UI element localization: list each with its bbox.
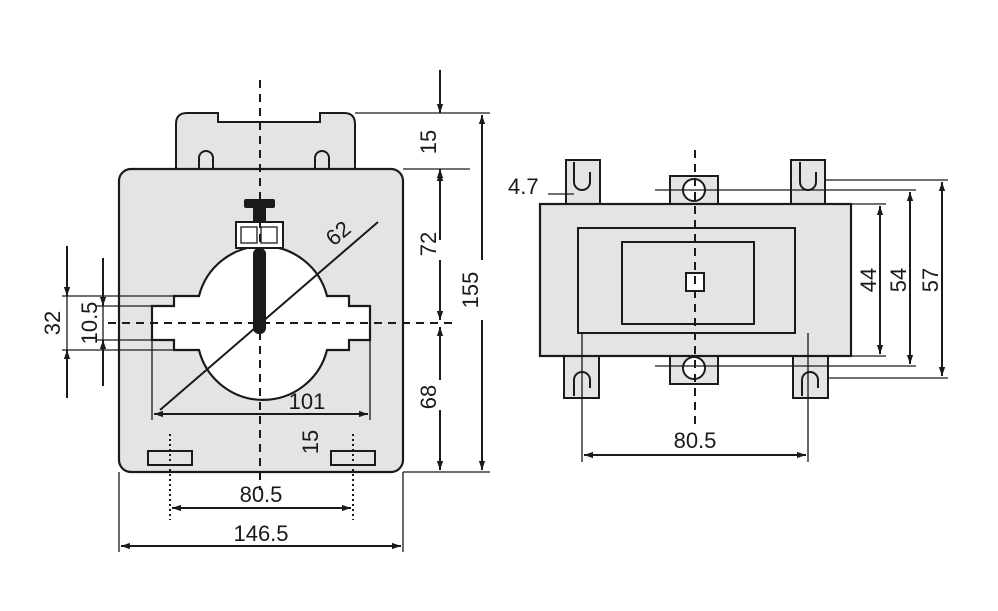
front-top-bracket — [175, 112, 356, 171]
side-top-clip-left-hook — [573, 162, 591, 191]
dim-44-label: 44 — [856, 268, 881, 292]
dim-155-label: 155 — [458, 272, 483, 309]
terminal-screw-neck — [253, 207, 266, 223]
dim-32-label: 32 — [40, 311, 65, 335]
side-top-clip-left — [565, 159, 601, 205]
dim-15-inner-label: 15 — [298, 430, 323, 454]
front-foot-left — [147, 450, 193, 466]
terminal-block-left-cell — [240, 226, 258, 244]
dim-54-label: 54 — [886, 268, 911, 292]
side-inner-frame — [621, 241, 755, 325]
terminal-screw-head — [244, 199, 275, 208]
dim-side-80-5-label: 80.5 — [674, 428, 717, 453]
side-outer-frame — [577, 227, 796, 334]
front-foot-right — [330, 450, 376, 466]
dim-101-label: 101 — [289, 389, 326, 414]
dim-57-label: 57 — [918, 268, 943, 292]
side-bottom-clip-right — [792, 355, 829, 399]
dim-68-label: 68 — [416, 385, 441, 409]
side-top-clip-right — [790, 159, 826, 205]
bracket-slot-right — [314, 150, 330, 168]
side-view: 4.7 44 54 57 80.5 — [508, 150, 948, 462]
front-view: 15 72 68 155 62 101 15 80.5 146.5 32 — [40, 70, 490, 552]
diameter-leader — [159, 221, 379, 411]
dim-72-label: 72 — [416, 232, 441, 256]
dim-10-5-label: 10.5 — [77, 302, 102, 345]
dim-146-5-label: 146.5 — [233, 521, 288, 546]
dim-80-5-label: 80.5 — [240, 482, 283, 507]
dim-15-top-label: 15 — [416, 130, 441, 154]
dim-4-7-label: 4.7 — [508, 174, 539, 199]
side-bottom-clip-right-hook — [801, 371, 819, 396]
bracket-slot-left — [198, 150, 214, 168]
